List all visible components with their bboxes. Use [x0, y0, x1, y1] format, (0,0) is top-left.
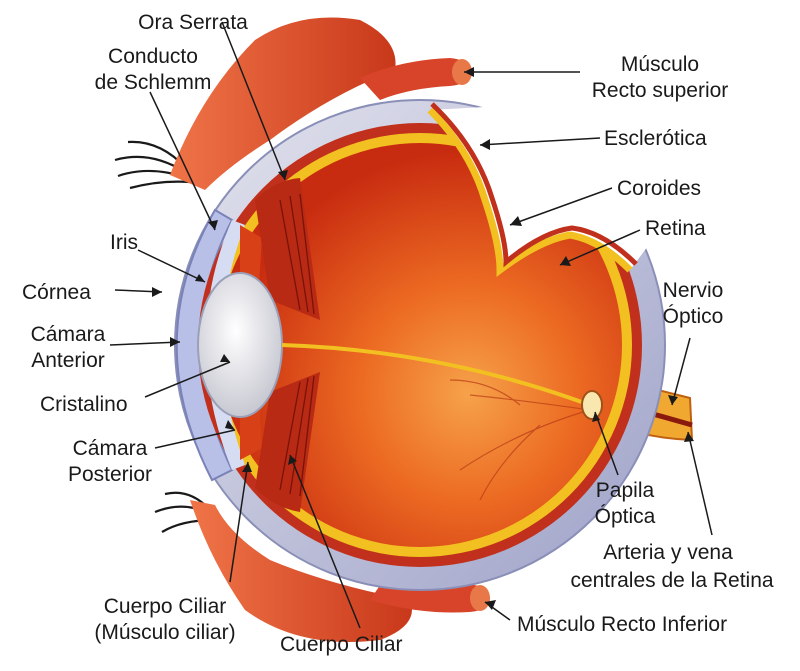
- cutaway-choroid-edge: [430, 102, 638, 268]
- label-central-vessels-line1: Arteria y vena: [603, 541, 733, 564]
- label-anterior-chamber-line2: Anterior: [31, 349, 105, 372]
- label-central-vessels-line2: centrales de la Retina: [570, 569, 774, 592]
- lower-eyelid: [190, 500, 412, 642]
- label-optic-papilla-line1: Papila: [595, 479, 655, 502]
- label-ciliary-body: Cuerpo Ciliar: [280, 633, 403, 656]
- label-inferior-rectus: Músculo Recto Inferior: [517, 613, 728, 636]
- label-superior-rectus-line1: Músculo: [620, 53, 700, 76]
- retinal-vessels: [449, 379, 591, 501]
- upper-eyelid: [170, 17, 396, 190]
- label-posterior-chamber-line2: Posterior: [67, 463, 153, 486]
- anterior-chamber-shape: [206, 220, 245, 470]
- label-posterior-chamber-line1: Cámara: [72, 437, 148, 460]
- label-iris: Iris: [110, 231, 138, 254]
- optic-papilla-shape: [581, 390, 603, 420]
- label-superior-rectus-line2: Recto superior: [591, 79, 729, 102]
- superior-rectus-muscle: [360, 58, 472, 100]
- label-retina: Retina: [645, 217, 706, 240]
- label-optic-nerve-line2: Óptico: [662, 305, 724, 328]
- superior-rectus-tendon: [452, 59, 472, 85]
- label-ciliary-muscle-line1: Cuerpo Ciliar: [103, 595, 227, 618]
- equator-line: [281, 343, 591, 407]
- label-schlemm-line1: Conducto: [108, 45, 198, 68]
- label-ciliary-muscle-line2: (Músculo ciliar): [94, 621, 236, 644]
- label-sclera: Esclerótica: [604, 127, 707, 150]
- label-optic-nerve-line1: Nervio: [662, 279, 724, 302]
- ciliary-striations: [279, 193, 315, 497]
- label-lens: Cristalino: [40, 393, 128, 416]
- label-cornea: Córnea: [22, 281, 91, 304]
- label-ora-serrata: Ora Serrata: [138, 11, 248, 34]
- arrowheads: [152, 67, 694, 610]
- label-choroid: Coroides: [617, 177, 702, 200]
- label-schlemm-line2: de Schlemm: [94, 71, 212, 94]
- label-anterior-chamber-line1: Cámara: [30, 323, 106, 346]
- leader-lines: [109, 21, 713, 629]
- inferior-rectus-tendon: [470, 585, 490, 611]
- label-optic-papilla-line2: Óptica: [594, 505, 656, 528]
- cutaway-edge: [427, 107, 633, 277]
- lens-shape: [197, 272, 283, 418]
